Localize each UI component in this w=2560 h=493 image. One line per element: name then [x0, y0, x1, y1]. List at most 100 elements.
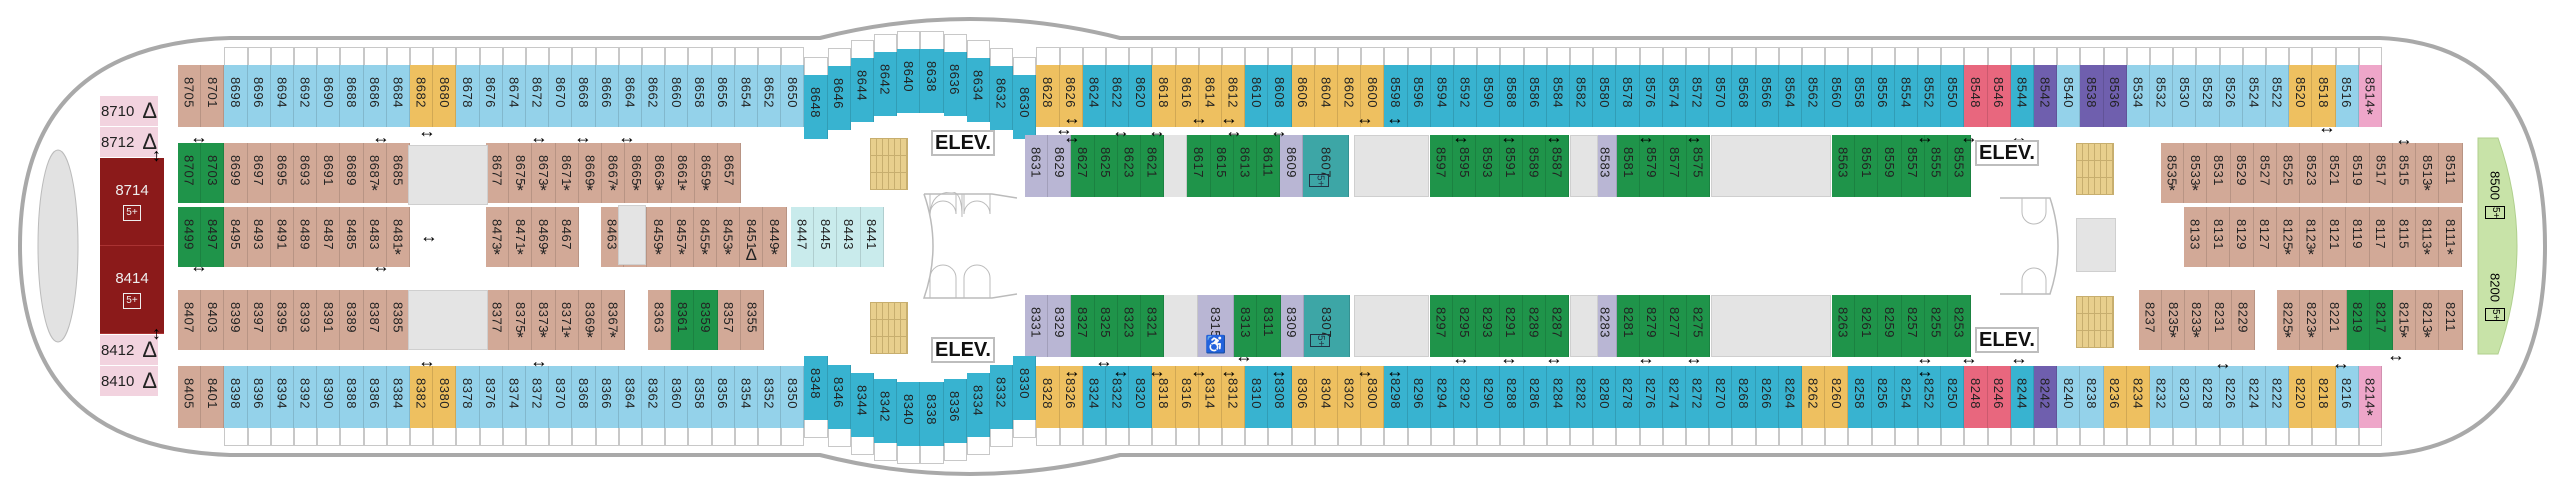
cabin-8530[interactable]: 8530 [2173, 65, 2197, 127]
cabin-8576[interactable]: 8576 [1639, 65, 1663, 127]
cabin-8133[interactable]: 8133 [2184, 207, 2208, 267]
cabin-8282[interactable]: 8282 [1570, 366, 1594, 428]
cabin-8237[interactable]: 8237 [2139, 290, 2163, 350]
cabin-8575[interactable]: 8575 [1686, 135, 1710, 197]
cabin-8560[interactable]: 8560 [1825, 65, 1849, 127]
cabin-8225[interactable]: 8225* [2277, 290, 2301, 350]
cabin-8361[interactable]: 8361 [671, 290, 695, 350]
cabin-8346[interactable]: 8346 [827, 364, 851, 429]
cabin-8678[interactable]: 8678 [456, 65, 480, 127]
cabin-8258[interactable]: 8258 [1848, 366, 1872, 428]
cabin-8399[interactable]: 8399 [224, 290, 248, 350]
cabin-8562[interactable]: 8562 [1802, 65, 1826, 127]
cabin-8516[interactable]: 8516 [2335, 65, 2359, 127]
cabin-8403[interactable]: 8403 [201, 290, 225, 350]
cabin-8298[interactable]: 8298 [1384, 366, 1408, 428]
cabin-8524[interactable]: 8524 [2242, 65, 2266, 127]
cabin-8640[interactable]: 8640 [897, 49, 921, 114]
cabin-8658[interactable]: 8658 [688, 65, 712, 127]
cabin-8348[interactable]: 8348 [804, 356, 828, 420]
cabin-8697[interactable]: 8697 [247, 143, 271, 203]
cabin-8394[interactable]: 8394 [270, 366, 294, 428]
cabin-8513[interactable]: 8513* [2416, 143, 2440, 203]
cabin-8469[interactable]: 8469* [532, 207, 556, 267]
cabin-8224[interactable]: 8224 [2242, 366, 2266, 428]
cabin-8373[interactable]: 8373* [532, 290, 556, 350]
cabin-8250[interactable]: 8250 [1941, 366, 1965, 428]
cabin-8550[interactable]: 8550 [1941, 65, 1965, 127]
cabin-8528[interactable]: 8528 [2196, 65, 2220, 127]
cabin-8672[interactable]: 8672 [526, 65, 550, 127]
cabin-8218[interactable]: 8218 [2312, 366, 2336, 428]
cabin-8665[interactable]: 8665* [625, 143, 649, 203]
cabin-8255[interactable]: 8255 [1924, 295, 1948, 357]
cabin-8579[interactable]: 8579 [1640, 135, 1664, 197]
cabin-8676[interactable]: 8676 [479, 65, 503, 127]
cabin-8378[interactable]: 8378 [456, 366, 480, 428]
cabin-8278[interactable]: 8278 [1616, 366, 1640, 428]
cabin-8495[interactable]: 8495 [224, 207, 248, 267]
cabin-8627[interactable]: 8627 [1071, 135, 1095, 197]
cabin-8642[interactable]: 8642 [874, 52, 898, 117]
cabin-8315[interactable]: 8315♿ [1198, 295, 1235, 357]
cabin-8405[interactable]: 8405 [178, 366, 202, 428]
cabin-8294[interactable]: 8294 [1430, 366, 1454, 428]
cabin-8338[interactable]: 8338 [920, 381, 944, 446]
cabin-8592[interactable]: 8592 [1454, 65, 1478, 127]
cabin-8467[interactable]: 8467 [555, 207, 579, 267]
cabin-8375[interactable]: 8375* [509, 290, 533, 350]
cabin-8300[interactable]: 8300 [1361, 366, 1385, 428]
cabin-8644[interactable]: 8644 [850, 58, 874, 123]
cabin-8532[interactable]: 8532 [2150, 65, 2174, 127]
cabin-8344[interactable]: 8344 [850, 372, 874, 437]
cabin-8596[interactable]: 8596 [1407, 65, 1431, 127]
cabin-8322[interactable]: 8322 [1106, 366, 1130, 428]
cabin-8669[interactable]: 8669* [578, 143, 602, 203]
cabin-8302[interactable]: 8302 [1338, 366, 1362, 428]
cabin-8632[interactable]: 8632 [990, 66, 1014, 131]
cabin-8240[interactable]: 8240 [2057, 366, 2081, 428]
cabin-8546[interactable]: 8546 [1987, 65, 2011, 127]
cabin-8410[interactable]: 8410 Δ [100, 366, 158, 396]
cabin-8514[interactable]: 8514* [2358, 65, 2382, 127]
cabin-8536[interactable]: 8536 [2103, 65, 2127, 127]
cabin-8263[interactable]: 8263 [1832, 295, 1856, 357]
cabin-8377[interactable]: 8377 [486, 290, 510, 350]
cabin-8221[interactable]: 8221 [2323, 290, 2347, 350]
cabin-8259[interactable]: 8259 [1878, 295, 1902, 357]
cabin-8368[interactable]: 8368 [572, 366, 596, 428]
cabin-8481[interactable]: 8481* [386, 207, 410, 267]
cabin-8236[interactable]: 8236 [2103, 366, 2127, 428]
cabin-8390[interactable]: 8390 [317, 366, 341, 428]
cabin-8548[interactable]: 8548 [1964, 65, 1988, 127]
cabin-8473[interactable]: 8473* [486, 207, 510, 267]
cabin-8211[interactable]: 8211 [2439, 290, 2463, 350]
cabin-8329[interactable]: 8329 [1048, 295, 1072, 357]
cabin-8277[interactable]: 8277 [1663, 295, 1687, 357]
cabin-8396[interactable]: 8396 [247, 366, 271, 428]
cabin-8523[interactable]: 8523 [2300, 143, 2324, 203]
cabin-8561[interactable]: 8561 [1855, 135, 1879, 197]
cabin-8584[interactable]: 8584 [1546, 65, 1570, 127]
cabin-8385[interactable]: 8385 [386, 290, 410, 350]
cabin-8606[interactable]: 8606 [1291, 65, 1315, 127]
cabin-8493[interactable]: 8493 [247, 207, 271, 267]
cabin-8540[interactable]: 8540 [2057, 65, 2081, 127]
cabin-8328[interactable]: 8328 [1036, 366, 1060, 428]
cabin-8670[interactable]: 8670 [549, 65, 573, 127]
cabin-8222[interactable]: 8222 [2266, 366, 2290, 428]
cabin-8200[interactable]: 8200 5+ [2478, 252, 2512, 342]
cabin-8414[interactable]: 8414 5+ [100, 246, 164, 334]
cabin-8230[interactable]: 8230 [2173, 366, 2197, 428]
cabin-8580[interactable]: 8580 [1593, 65, 1617, 127]
cabin-8382[interactable]: 8382 [410, 366, 434, 428]
cabin-8710[interactable]: 8710 Δ [100, 96, 158, 126]
cabin-8297[interactable]: 8297 [1430, 295, 1454, 357]
cabin-8712[interactable]: 8712 Δ [100, 127, 158, 157]
cabin-8517[interactable]: 8517 [2369, 143, 2393, 203]
cabin-8229[interactable]: 8229 [2231, 290, 2255, 350]
cabin-8388[interactable]: 8388 [340, 366, 364, 428]
cabin-8231[interactable]: 8231 [2208, 290, 2232, 350]
cabin-8500[interactable]: 8500 5+ [2478, 150, 2512, 240]
